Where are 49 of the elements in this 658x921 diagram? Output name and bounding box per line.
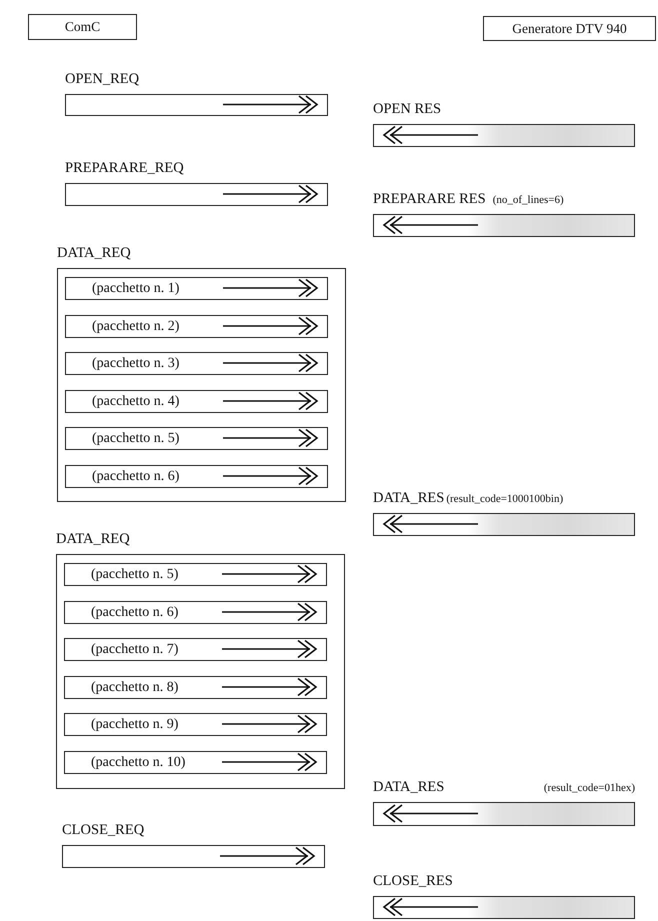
packet-label: (pacchetto n. 4): [92, 392, 180, 410]
message-bar: [64, 750, 327, 774]
message-name: PREPARARE RES: [373, 191, 486, 208]
message-name: OPEN RES: [373, 101, 442, 118]
message-bar: [64, 563, 327, 586]
message-bar: [64, 676, 327, 698]
message-bar: [64, 600, 327, 624]
message-bar: [65, 464, 328, 488]
packet-label: (pacchetto n. 7): [91, 641, 178, 659]
packet-label: (pacchetto n. 10): [91, 754, 186, 772]
packet-label: (pacchetto n. 3): [92, 355, 180, 373]
message-bar: [373, 214, 635, 237]
packet-label: (pacchetto n. 6): [91, 604, 178, 622]
message-bar: [373, 802, 635, 826]
packet-label: (pacchetto n. 5): [92, 430, 180, 448]
message-name: CLOSE_RES: [373, 873, 453, 890]
group-box: [56, 554, 345, 789]
packet-label: (pacchetto n. 5): [91, 566, 178, 584]
message-bar: [373, 513, 635, 536]
message-bar: [65, 390, 328, 412]
message-bar: [373, 124, 635, 147]
group-box: [57, 268, 346, 502]
message-bar: [65, 94, 328, 116]
message-bar: [373, 896, 635, 919]
message-bar: [65, 314, 328, 338]
message-name: CLOSE_REQ: [62, 822, 144, 839]
message-name: DATA_RES: [373, 779, 444, 796]
message-bar: [65, 427, 328, 450]
packet-label: (pacchetto n. 9): [91, 716, 178, 734]
message-name: DATA_REQ: [56, 531, 130, 548]
message-bar: [64, 638, 327, 661]
message-bar: [65, 183, 328, 206]
message-bar: [64, 713, 327, 736]
message-name: PREPARARE_REQ: [65, 160, 184, 177]
packet-label: (pacchetto n. 2): [92, 318, 180, 336]
packet-label: (pacchetto n. 6): [92, 468, 180, 486]
message-bar: [65, 352, 328, 375]
parameter-text: (result_code=01hex): [544, 782, 635, 794]
parameter-text: (no_of_lines=6): [492, 194, 564, 206]
message-name: DATA_RES: [373, 490, 444, 507]
packet-label: (pacchetto n. 1): [92, 280, 180, 298]
packet-label: (pacchetto n. 8): [91, 678, 178, 696]
message-name: OPEN_REQ: [65, 71, 140, 88]
participant-box: ComC: [28, 14, 137, 40]
parameter-text: (result_code=1000100bin): [446, 493, 564, 505]
message-bar: [62, 845, 325, 868]
participant-box: Generatore DTV 940: [483, 16, 656, 41]
message-bar: [65, 277, 328, 300]
message-name: DATA_REQ: [57, 245, 131, 262]
